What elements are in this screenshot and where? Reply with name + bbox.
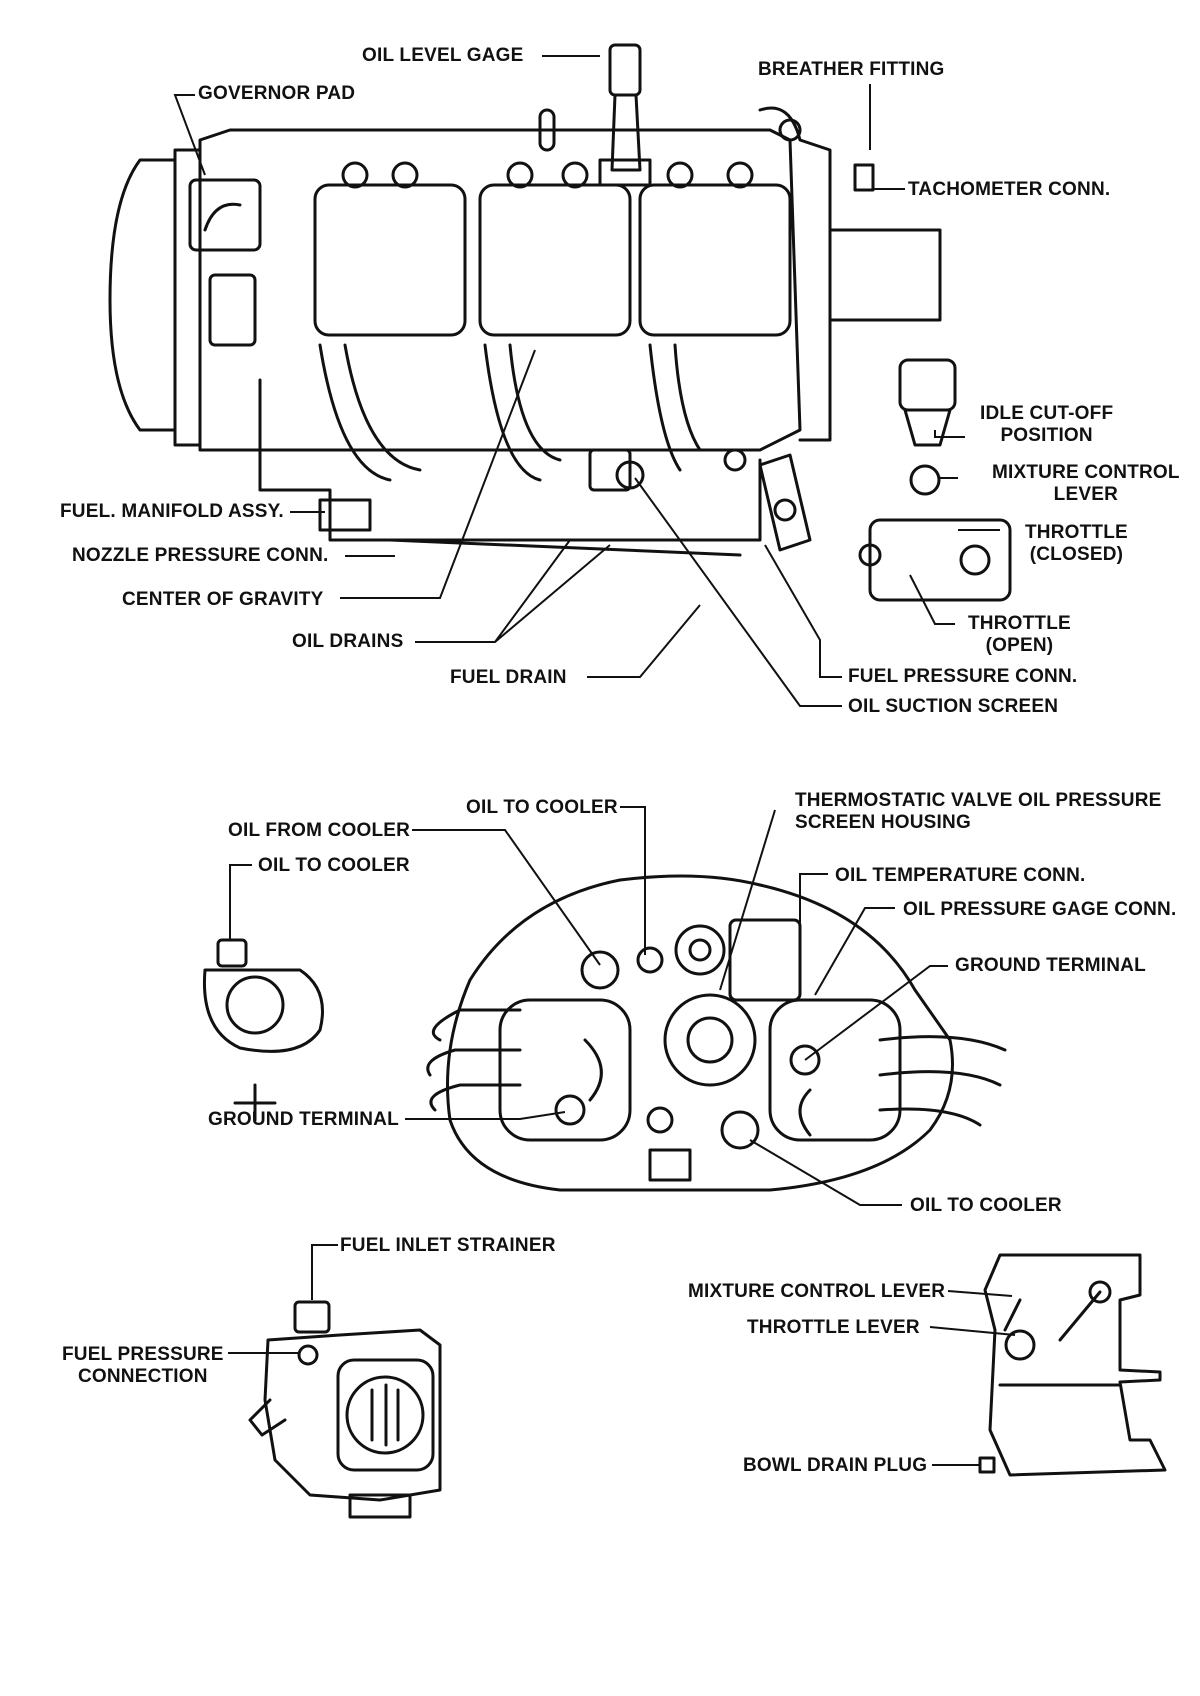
label-oil-to-cooler-top: OIL TO COOLER [466,797,618,818]
label-oil-level-gage: OIL LEVEL GAGE [362,45,524,66]
label-throttle-closed: THROTTLE (CLOSED) [1025,522,1128,565]
label-oil-temperature-conn: OIL TEMPERATURE CONN. [835,865,1086,886]
engine-side-view-leaders [173,55,1000,707]
label-breather-fitting: BREATHER FITTING [758,59,945,80]
label-center-of-gravity: CENTER OF GRAVITY [122,589,324,610]
label-fuel-inlet-strainer: FUEL INLET STRAINER [340,1235,556,1256]
label-oil-suction-screen: OIL SUCTION SCREEN [848,696,1059,717]
label-mixture-control-lever: MIXTURE CONTROL LEVER [992,462,1180,505]
label-throttle-lever: THROTTLE LEVER [747,1317,920,1338]
label-mixture-control-lever-carb: MIXTURE CONTROL LEVER [688,1281,946,1302]
label-fuel-pressure-conn: FUEL PRESSURE CONN. [848,666,1078,687]
label-nozzle-pressure-conn: NOZZLE PRESSURE CONN. [72,545,329,566]
label-thermostatic-valve-housing: THERMOSTATIC VALVE OIL PRESSURE SCREEN H… [795,790,1162,833]
label-governor-pad: GOVERNOR PAD [198,83,356,104]
label-tachometer-conn: TACHOMETER CONN. [908,179,1111,200]
label-oil-pressure-gage-conn: OIL PRESSURE GAGE CONN. [903,899,1177,920]
label-oil-to-cooler-bottom: OIL TO COOLER [910,1195,1062,1216]
label-fuel-drain: FUEL DRAIN [450,667,567,688]
label-idle-cut-off-position: IDLE CUT-OFF POSITION [980,403,1114,446]
label-ground-terminal-left: GROUND TERMINAL [208,1109,399,1130]
label-oil-to-cooler-left: OIL TO COOLER [258,855,410,876]
label-fuel-pressure-connection: FUEL PRESSURE CONNECTION [62,1344,224,1387]
label-throttle-open: THROTTLE (OPEN) [968,613,1071,656]
label-ground-terminal-right: GROUND TERMINAL [955,955,1146,976]
engine-side-view-drawing [108,43,1012,602]
label-bowl-drain-plug: BOWL DRAIN PLUG [743,1455,928,1476]
label-oil-from-cooler: OIL FROM COOLER [228,820,411,841]
label-fuel-manifold-assy: FUEL. MANIFOLD ASSY. [60,501,284,522]
label-oil-drains: OIL DRAINS [292,631,404,652]
